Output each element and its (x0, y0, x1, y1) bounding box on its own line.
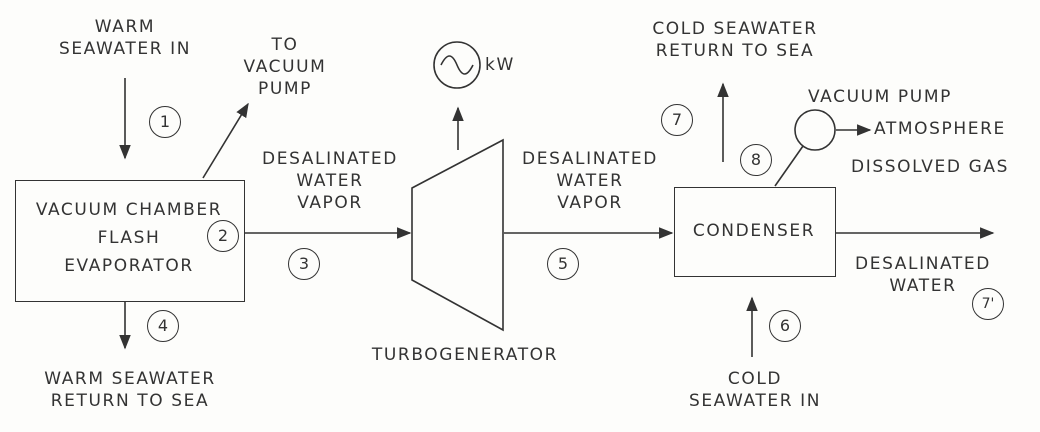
desalinated-water-label: DESALINATED WATER (855, 254, 991, 296)
to-vacuum-pump-label: TO VACUUM PUMP (243, 35, 327, 99)
to-vacuum-pump-arrow (202, 102, 249, 179)
state-point-6: 6 (769, 310, 801, 342)
evaporator-box (15, 180, 245, 302)
condenser-box (674, 187, 836, 277)
vapor-5-label: DESALINATED WATER VAPOR (522, 149, 658, 213)
condenser-label: CONDENSER (692, 221, 816, 241)
warm-seawater-in-label: WARM SEAWATER IN (58, 17, 192, 59)
state-point-7-prime: 7' (972, 288, 1004, 320)
evaporator-label: VACUUM CHAMBER FLASH EVAPORATOR (35, 200, 223, 276)
state-point-7: 7 (661, 104, 693, 136)
turbogenerator-label: TURBOGENERATOR (371, 345, 559, 365)
vacuum-pump-line (774, 145, 804, 187)
vacuum-pump-icon (794, 109, 836, 151)
state-point-3: 3 (288, 248, 320, 280)
state-point-8: 8 (740, 144, 772, 176)
turbine-shape (411, 138, 504, 332)
cold-seawater-in-label: COLD SEAWATER IN (688, 369, 822, 411)
atmosphere-label: ATMOSPHERE (874, 119, 1006, 139)
dissolved-gas-label: DISSOLVED GAS (851, 157, 1009, 177)
vacuum-pump-label: VACUUM PUMP (808, 87, 952, 107)
warm-return-label: WARM SEAWATER RETURN TO SEA (44, 369, 216, 411)
vapor-3-label: DESALINATED WATER VAPOR (262, 149, 398, 213)
state-point-2: 2 (207, 220, 239, 252)
state-point-1: 1 (149, 106, 181, 138)
state-point-4: 4 (147, 310, 179, 342)
state-point-5: 5 (547, 248, 579, 280)
generator-icon (433, 41, 481, 89)
generator-unit-label: kW (485, 55, 515, 75)
cold-return-label: COLD SEAWATER RETURN TO SEA (652, 19, 818, 61)
